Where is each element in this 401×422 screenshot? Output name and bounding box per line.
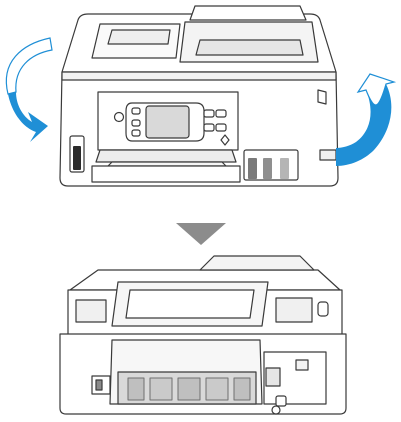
panel-button-7 — [215, 123, 227, 132]
stop-button — [220, 134, 230, 146]
rear-right-block — [275, 297, 313, 323]
lid-lip — [61, 71, 337, 81]
rear-knob — [317, 301, 329, 317]
power-button — [113, 111, 125, 123]
panel-button-2 — [131, 119, 141, 127]
panel-button-4 — [203, 109, 215, 118]
transport-rollers — [127, 377, 251, 401]
lan-port — [295, 359, 309, 371]
rotate-arrow-right-icon — [336, 73, 397, 166]
paper-cassette — [91, 165, 241, 183]
adf-slot — [195, 39, 304, 56]
rear-left-tab — [95, 379, 103, 391]
lcd-screen — [145, 105, 190, 139]
panel-button-6 — [203, 123, 215, 132]
output-tray — [95, 149, 237, 163]
rear-adf — [199, 255, 315, 271]
side-foot — [319, 149, 337, 161]
down-arrow-icon — [176, 223, 226, 245]
scanner-recess — [107, 29, 171, 45]
ink-black — [73, 146, 81, 170]
printer-rear-view — [59, 255, 347, 415]
panel-button-1 — [131, 107, 141, 115]
rotate-arrow-left-icon — [5, 37, 53, 142]
panel-button-5 — [215, 109, 227, 118]
usb-port — [265, 367, 281, 387]
rear-left-block — [75, 299, 107, 323]
ink-color-1 — [248, 158, 257, 179]
rear-paper-support-inner — [125, 289, 255, 319]
printer-front-view — [59, 5, 339, 187]
rear-connector-panel — [263, 351, 327, 405]
power-connector — [275, 395, 287, 407]
adf-tray — [189, 5, 307, 21]
side-handle — [317, 89, 327, 105]
panel-button-3 — [131, 129, 141, 137]
ink-color-3 — [280, 158, 289, 179]
power-port — [271, 405, 281, 415]
ink-color-2 — [263, 158, 272, 179]
